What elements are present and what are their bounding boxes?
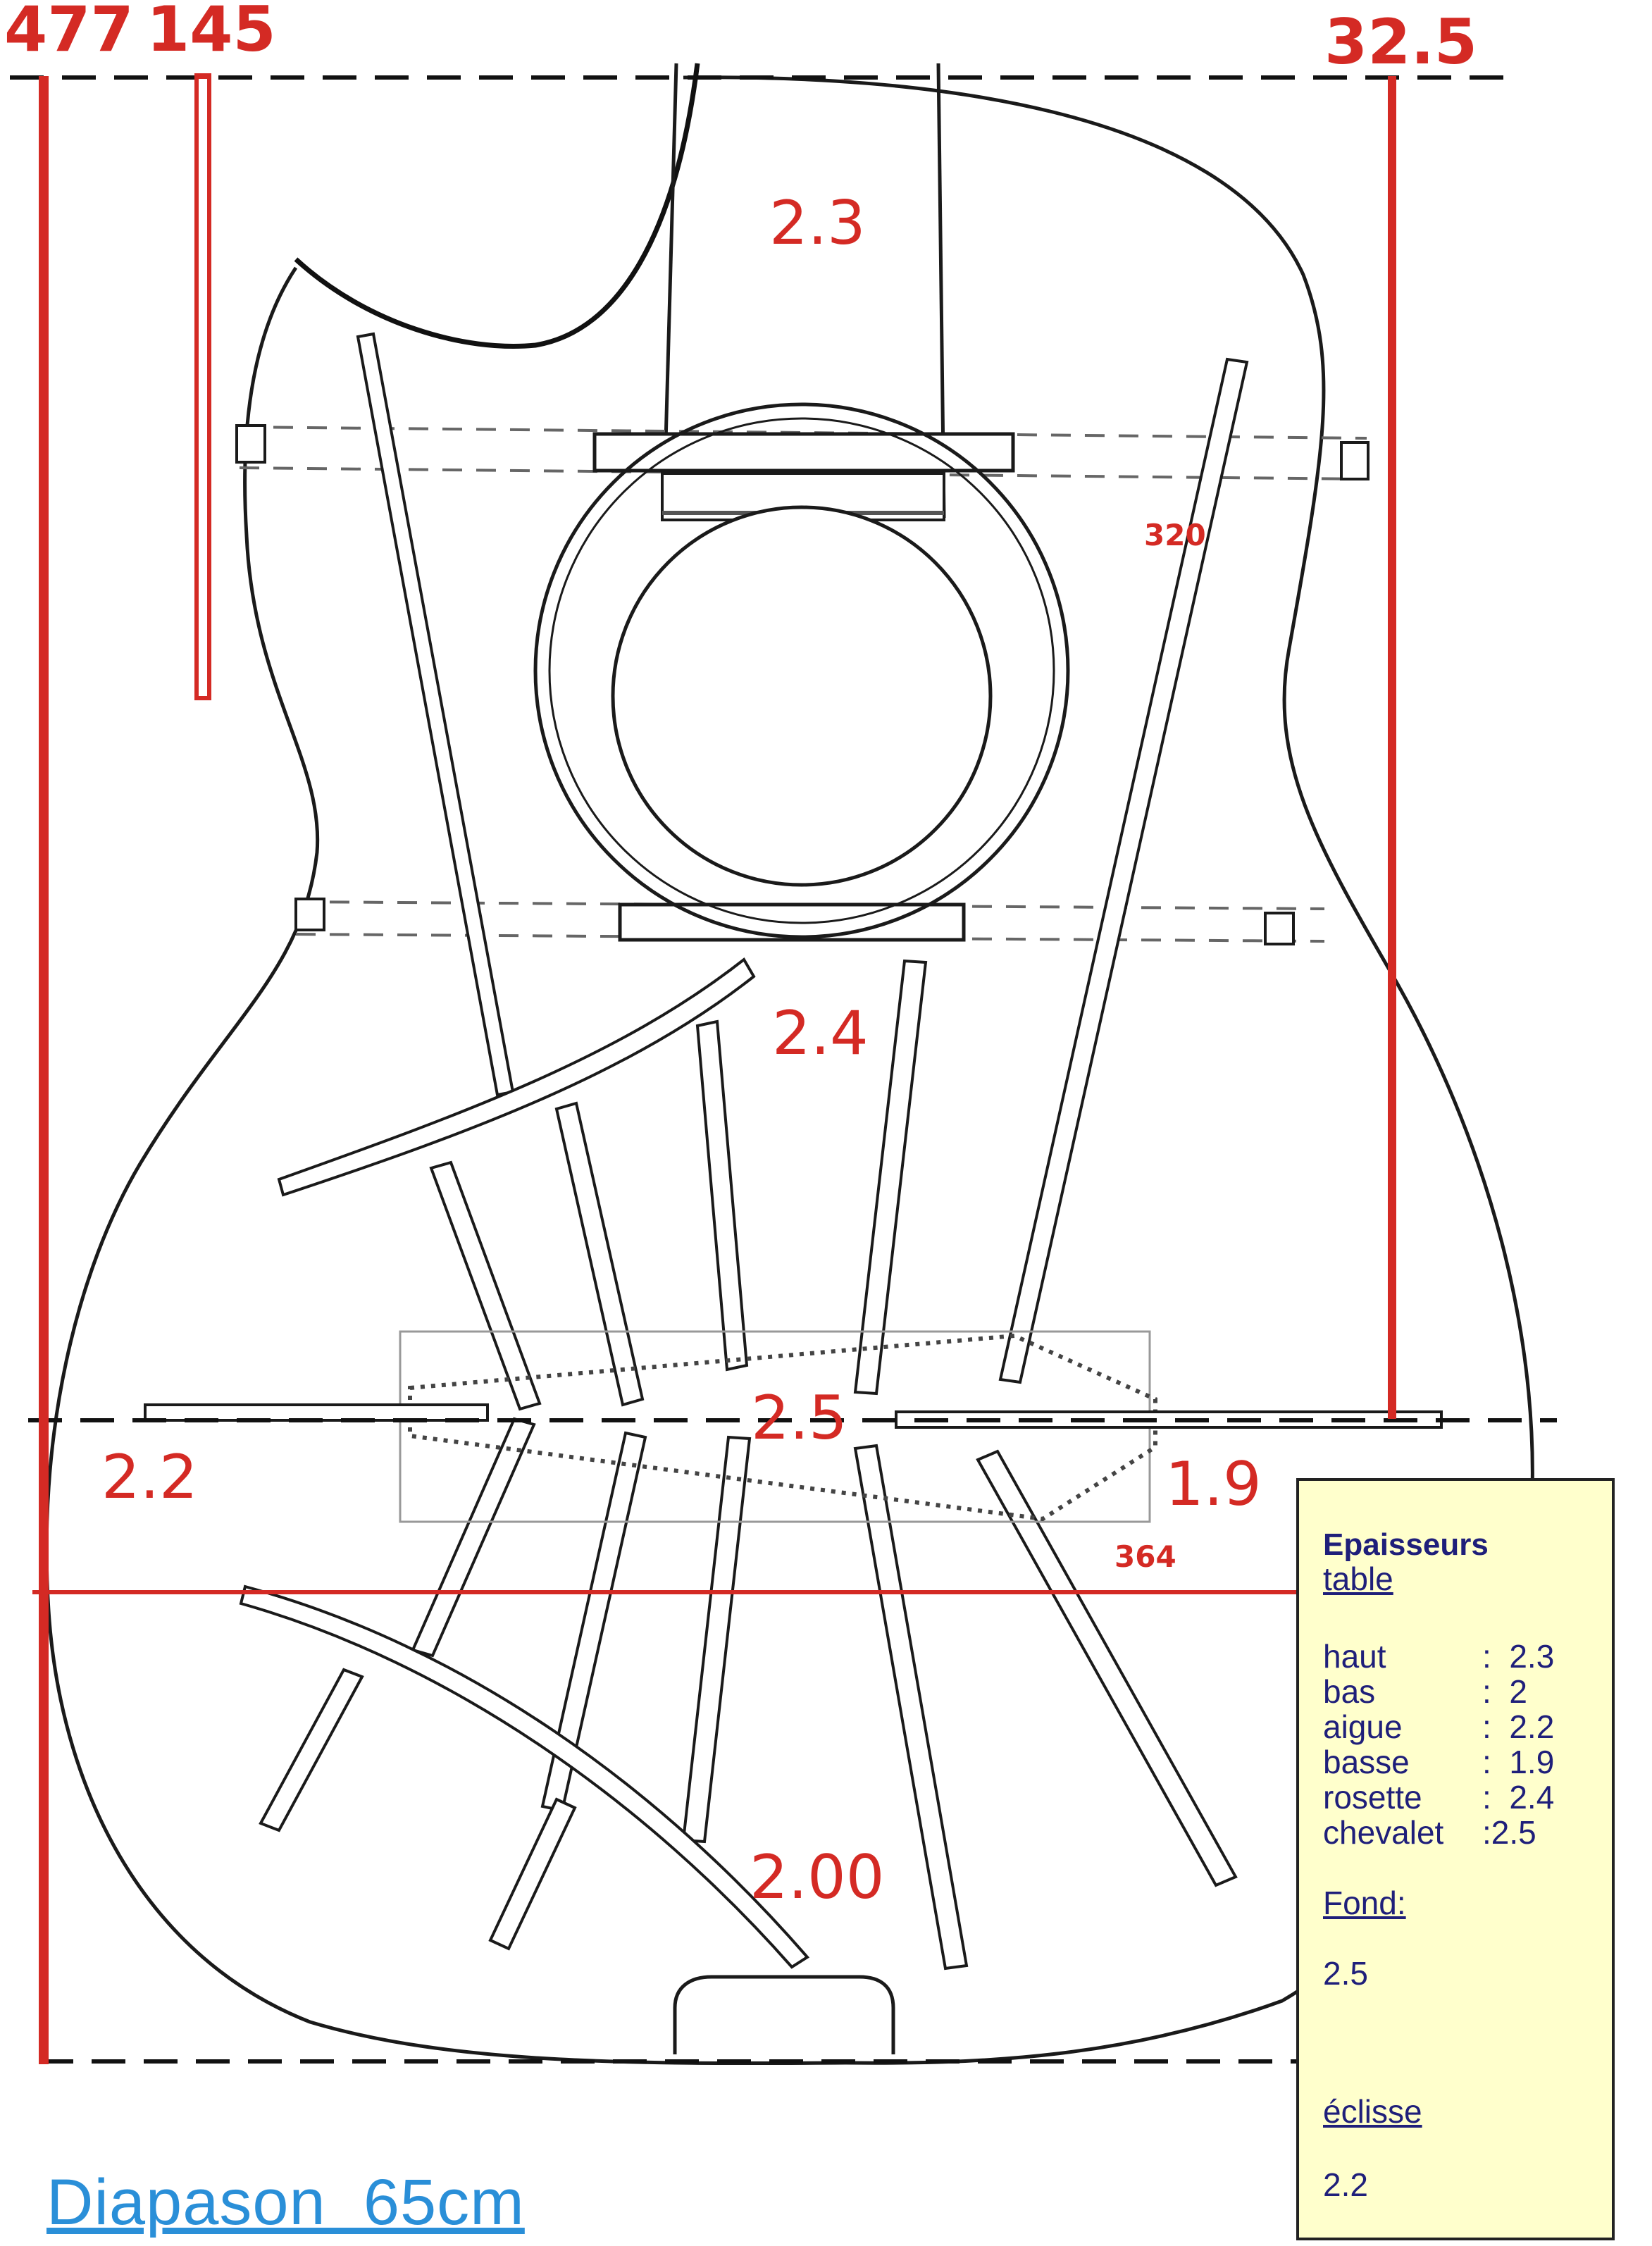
- thickness-legend-panel: Epaisseurs table haut: 2.3 bas: 2 aigue:…: [1296, 1478, 1615, 2240]
- legend-key: bas: [1323, 1673, 1376, 1710]
- dim-320-label: 320: [1144, 518, 1206, 552]
- brace-upper-left-diagonal: [356, 332, 515, 1097]
- legend-value: 2: [1509, 1673, 1527, 1710]
- legend-value: 2.5: [1491, 1814, 1536, 1851]
- legend-sep: :: [1482, 1814, 1491, 1851]
- legend-row-aigue: aigue: 2.2: [1323, 1708, 1554, 1746]
- dim-477-label: 477: [4, 0, 134, 66]
- thickness-bass-label: 1.9: [1165, 1449, 1262, 1520]
- legend-sep: :: [1482, 1744, 1491, 1780]
- kerf-notch-right-top: [1340, 441, 1370, 480]
- legend-table-label: table: [1323, 1561, 1393, 1597]
- soundhole: [611, 505, 993, 887]
- legend-row-haut: haut: 2.3: [1323, 1637, 1554, 1675]
- legend-key: haut: [1323, 1638, 1386, 1675]
- legend-row-basse: basse: 1.9: [1323, 1743, 1554, 1781]
- dimension-dashed-lines: [10, 75, 1557, 2064]
- legend-row-rosette: rosette: 2.4: [1323, 1778, 1554, 1816]
- thickness-treble-label: 2.2: [101, 1442, 198, 1513]
- legend-key: chevalet: [1323, 1814, 1444, 1851]
- legend-value: 2.4: [1509, 1779, 1555, 1816]
- upper-transverse-bar: [592, 432, 1015, 473]
- bridge-bar-left: [144, 1403, 489, 1422]
- dim-364-label: 364: [1114, 1539, 1176, 1574]
- kerf-notch-left-bottom: [294, 898, 325, 931]
- dim-145-label: 145: [147, 0, 276, 66]
- legend-row-chevalet: chevalet:2.5: [1323, 1813, 1536, 1851]
- legend-sep: :: [1482, 1638, 1491, 1675]
- brace-curved-upper: [277, 957, 756, 1197]
- rosette-ring-inner: [548, 417, 1055, 924]
- scale-length-caption: Diapason 65cm: [46, 2166, 525, 2238]
- legend-row-bas: bas: 2: [1323, 1673, 1527, 1711]
- legend-value: 2.2: [1509, 1708, 1555, 1745]
- legend-key: rosette: [1323, 1779, 1422, 1816]
- thickness-bottom-label: 2.00: [750, 1842, 884, 1913]
- thickness-bridge-label: 2.5: [751, 1383, 847, 1453]
- legend-sep: :: [1482, 1708, 1491, 1745]
- legend-eclisse-value: 2.2: [1323, 2166, 1368, 2203]
- kerf-notch-right-bottom: [1264, 912, 1295, 945]
- thickness-rosette-label: 2.4: [772, 998, 869, 1069]
- legend-fond-value: 2.5: [1323, 1955, 1368, 1992]
- brace-curved-lower: [239, 1584, 810, 1969]
- rosette-ring: [533, 402, 1070, 939]
- legend-sep: :: [1482, 1779, 1491, 1816]
- legend-fond-label: Fond:: [1323, 1885, 1406, 1921]
- legend-sep: :: [1482, 1673, 1491, 1710]
- thickness-top-label: 2.3: [769, 188, 866, 259]
- legend-value: 2.3: [1509, 1638, 1555, 1675]
- kerf-notch-left-top: [235, 424, 266, 464]
- dimension-line-145-inner: [199, 79, 207, 696]
- fan-braces-lower: [259, 1417, 1238, 1971]
- fan-braces-upper: [429, 959, 928, 1411]
- legend-eclisse-label: éclisse: [1323, 2093, 1422, 2130]
- legend-title: Epaisseurs: [1323, 1527, 1489, 1562]
- lower-transverse-bar: [618, 902, 966, 942]
- legend-key: aigue: [1323, 1708, 1403, 1745]
- dim-32-5-label: 32.5: [1324, 6, 1477, 78]
- legend-key: basse: [1323, 1744, 1410, 1780]
- tail-block: [673, 1975, 895, 2054]
- cutaway-curve: [294, 63, 700, 349]
- brace-upper-right-diagonal: [998, 357, 1249, 1384]
- legend-value: 1.9: [1509, 1744, 1555, 1780]
